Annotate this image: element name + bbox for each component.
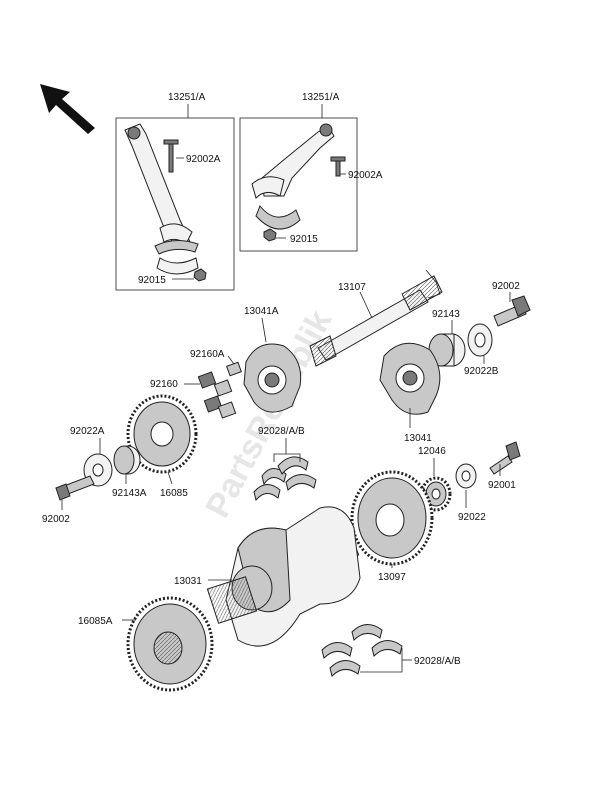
- washer-92022b: [467, 323, 493, 357]
- label-92028ab-top: 92028/A/B: [258, 426, 305, 437]
- connecting-rod-box-left: [115, 117, 235, 291]
- label-92028ab-bottom: 92028/A/B: [414, 656, 461, 667]
- balancer-weight-13041: [379, 342, 441, 415]
- gear-13097: [350, 470, 434, 566]
- label-13041a: 13041A: [244, 306, 279, 317]
- label-12046: 12046: [418, 446, 446, 457]
- balancer-weight-13041a: [243, 343, 302, 413]
- label-92015-right: 92015: [290, 234, 318, 245]
- label-92002-right: 92002: [492, 281, 520, 292]
- label-92143a: 92143A: [112, 488, 147, 499]
- label-92022a: 92022A: [70, 426, 105, 437]
- collar-92143a: [113, 445, 141, 475]
- label-13251a-left: 13251/A: [168, 92, 206, 103]
- label-92022b: 92022B: [464, 366, 499, 377]
- label-92160: 92160: [150, 379, 178, 390]
- gear-16085: [126, 394, 198, 474]
- label-92143: 92143: [432, 309, 460, 320]
- bolt-right-top: [493, 295, 531, 327]
- balancer-shaft: [309, 269, 443, 367]
- crankshaft-13031: [206, 506, 361, 647]
- label-13097: 13097: [378, 572, 406, 583]
- label-92002-left: 92002: [42, 514, 70, 525]
- label-92002a-right: 92002A: [348, 170, 383, 181]
- label-92002a-left: 92002A: [186, 154, 221, 165]
- label-92160a: 92160A: [190, 349, 225, 360]
- damper-rubbers: [197, 361, 242, 419]
- direction-arrow-icon: [40, 84, 95, 134]
- label-13107: 13107: [338, 282, 366, 293]
- label-16085a: 16085A: [78, 616, 113, 627]
- bearing-shells-bottom: [321, 624, 403, 677]
- bearing-shells-top: [253, 456, 317, 502]
- bolt-92001: [489, 441, 521, 475]
- label-13031: 13031: [174, 576, 202, 587]
- label-92022: 92022: [458, 512, 486, 523]
- label-92015-left: 92015: [138, 275, 166, 286]
- bolt-left: [55, 475, 95, 501]
- washer-92022: [455, 463, 477, 489]
- label-13041: 13041: [404, 433, 432, 444]
- label-92001: 92001: [488, 480, 516, 491]
- label-16085: 16085: [160, 488, 188, 499]
- connecting-rod-box-right: [239, 117, 358, 252]
- label-13251a-right: 13251/A: [302, 92, 340, 103]
- gear-16085a: [126, 596, 214, 692]
